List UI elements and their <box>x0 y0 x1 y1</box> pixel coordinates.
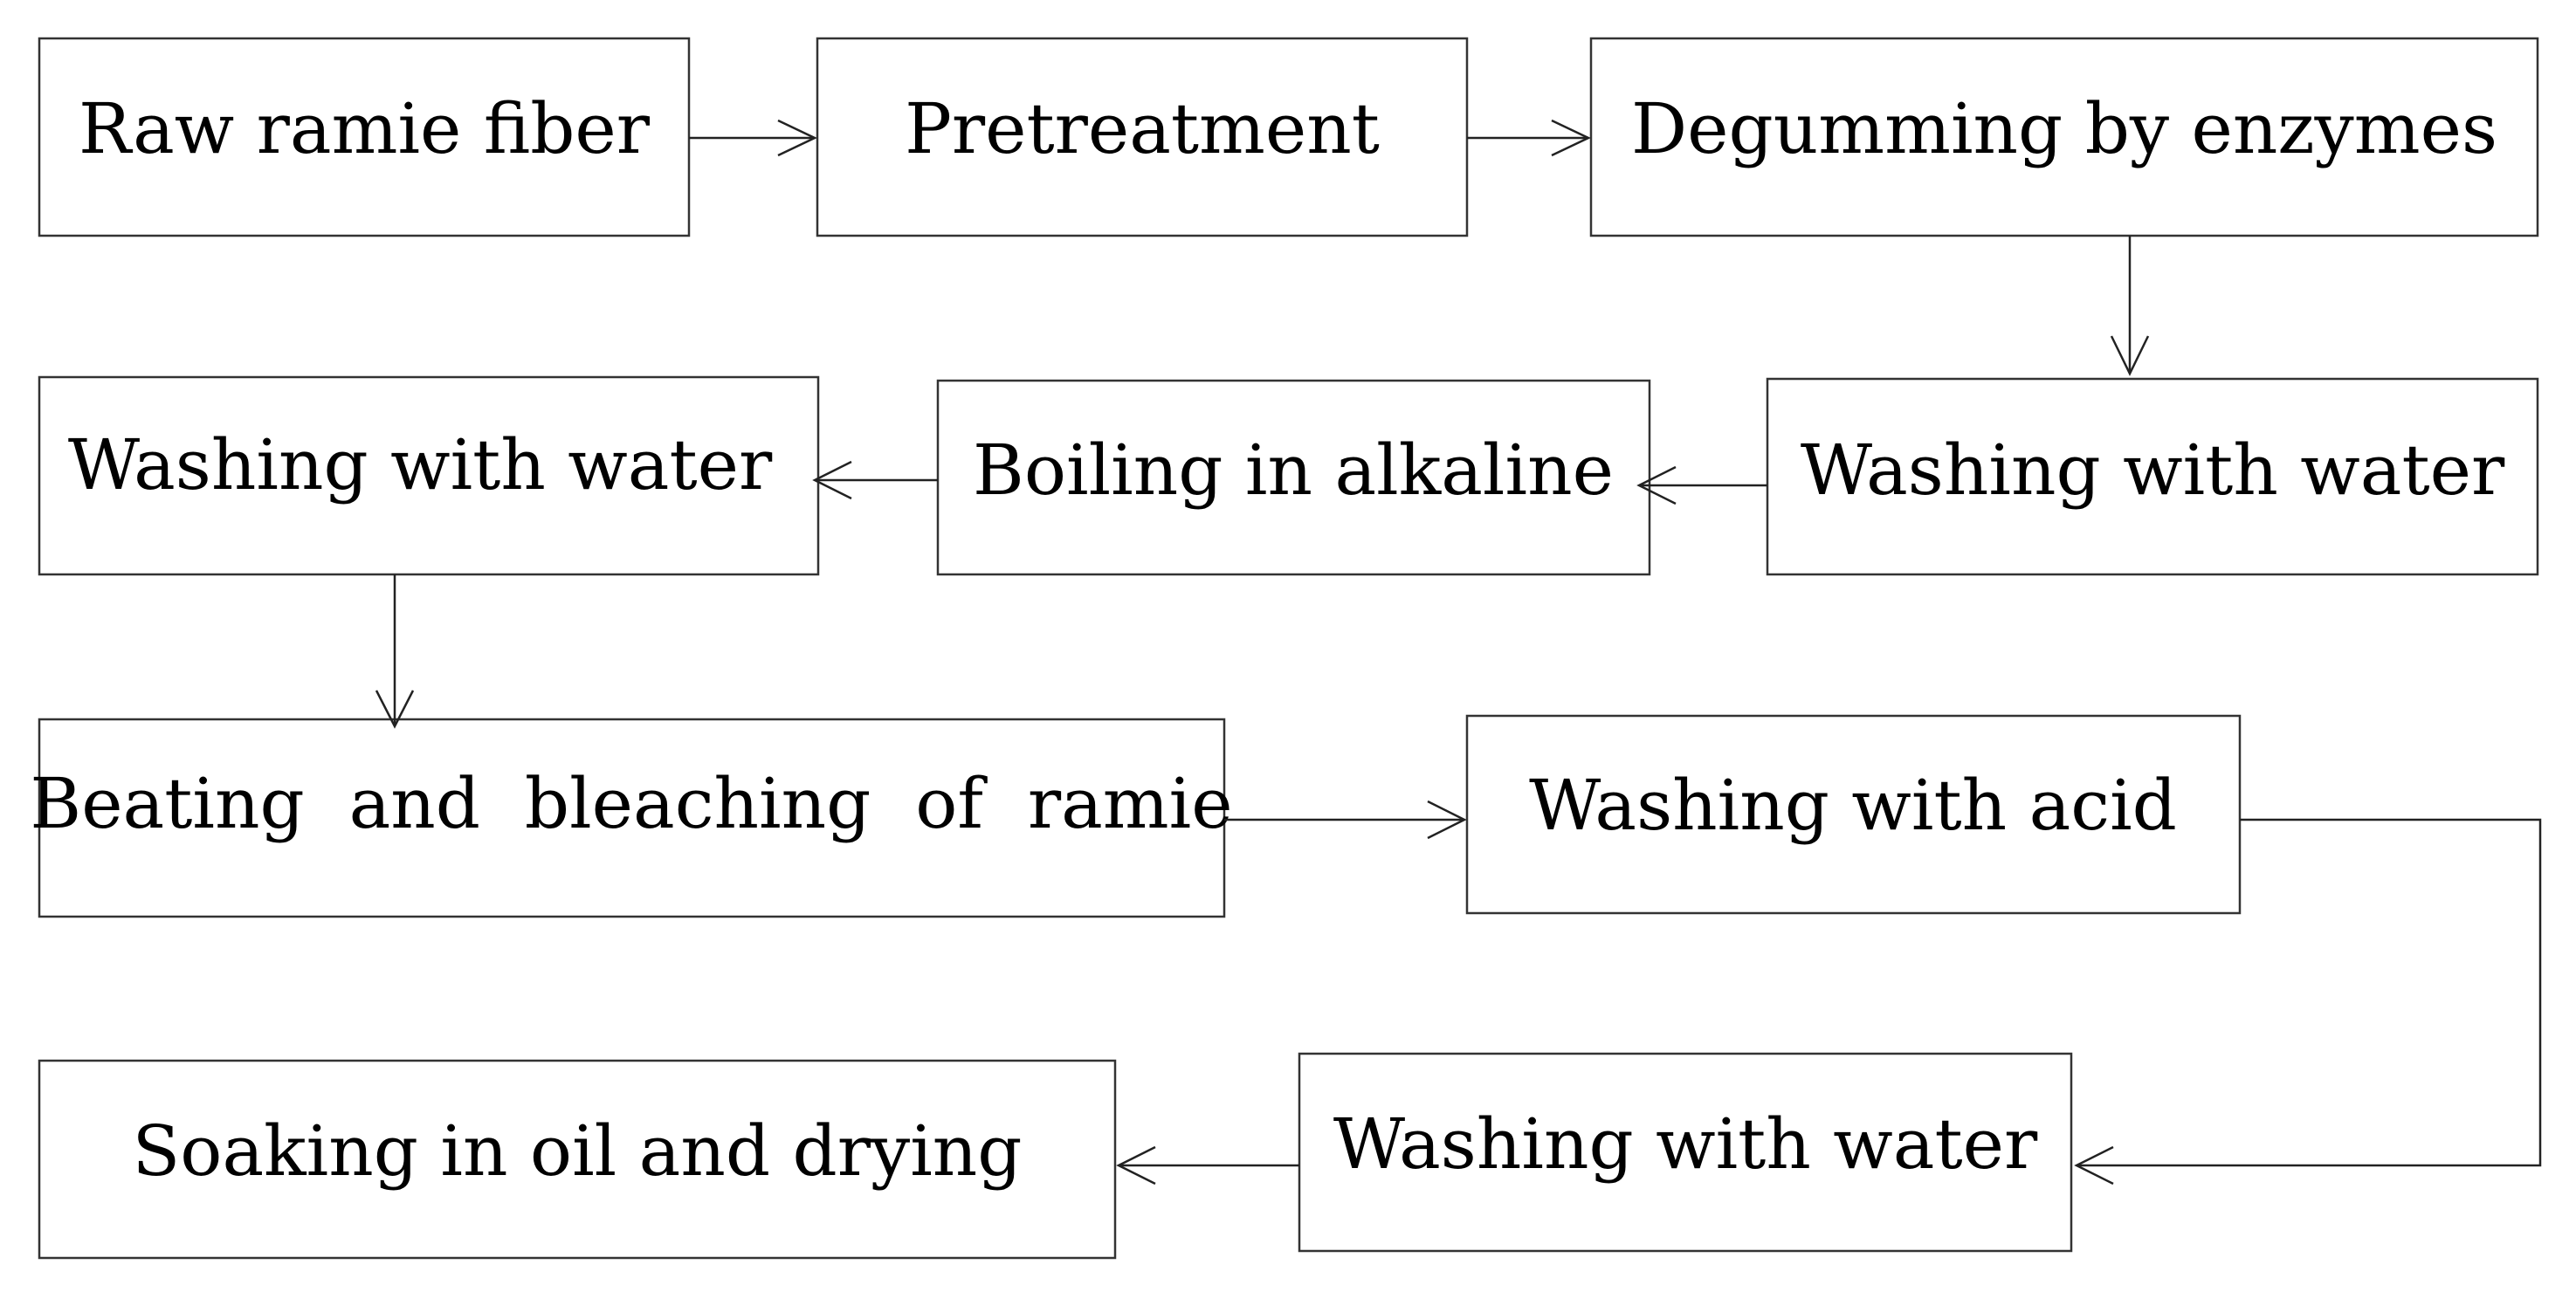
step-washing-with-acid: Washing with acid <box>1465 714 2242 915</box>
step-washing-with-water-right: Washing with water <box>1766 377 2539 576</box>
arrow-acid-to-washing-bottom <box>2074 818 2542 1185</box>
step-boiling-in-alkaline: Boiling in alkaline <box>936 379 1651 576</box>
arrow-washing-bottom-to-soaking <box>1116 1145 1299 1185</box>
step-label: Washing with acid <box>1529 765 2177 846</box>
arrow-degumming-to-washing-right <box>2110 236 2150 376</box>
step-washing-with-water-left: Washing with water <box>38 375 820 576</box>
step-label: Washing with water <box>68 424 773 505</box>
arrow-boiling-to-washing-left <box>812 460 938 500</box>
step-raw-ramie-fiber: Raw ramie fiber <box>38 37 691 237</box>
step-label: Washing with water <box>1333 1103 2038 1185</box>
arrow-beating-to-acid <box>1224 800 1467 840</box>
step-beating-and-bleaching: Beating and bleaching of ramie <box>30 718 1233 918</box>
step-label: Pretreatment <box>905 88 1380 169</box>
arrow-washing-left-to-beating <box>375 574 415 729</box>
step-label: Boiling in alkaline <box>973 430 1614 511</box>
step-degumming-by-enzymes: Degumming by enzymes <box>1589 37 2539 237</box>
step-washing-with-water-bottom: Washing with water <box>1298 1052 2073 1253</box>
step-label: Degumming by enzymes <box>1631 88 2497 169</box>
step-label: Washing with water <box>1801 430 2505 511</box>
step-label: Raw ramie fiber <box>79 88 651 169</box>
arrow-pretreatment-to-degumming <box>1467 119 1591 157</box>
step-soaking-in-oil-and-drying: Soaking in oil and drying <box>38 1059 1117 1260</box>
arrow-raw-to-pretreatment <box>689 119 817 157</box>
step-label: Beating and bleaching of ramie <box>30 763 1232 844</box>
arrow-washing-right-to-boiling <box>1636 465 1767 505</box>
step-pretreatment: Pretreatment <box>816 37 1469 237</box>
step-label: Soaking in oil and drying <box>132 1110 1022 1192</box>
